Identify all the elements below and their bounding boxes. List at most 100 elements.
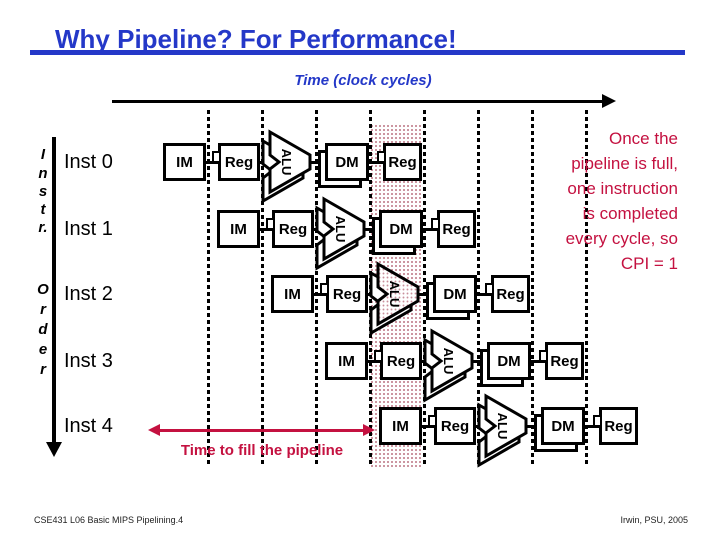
alu-body — [322, 196, 366, 262]
stage-box-reg: Reg — [428, 407, 476, 445]
instruction-order-arrowhead-icon — [46, 442, 62, 457]
stage-wire — [475, 293, 494, 296]
stage-wire — [583, 425, 602, 428]
reg-clock-notch-icon — [266, 218, 275, 230]
stage-label: Reg — [442, 220, 471, 238]
stage-alu-shape: ALU — [315, 196, 366, 271]
page-title: Why Pipeline? For Performance! — [55, 24, 457, 54]
cpi-note-line: one instruction — [567, 179, 678, 198]
time-axis-arrowhead-icon — [602, 94, 616, 108]
cycle-divider — [531, 110, 534, 467]
footer-slide-id: CSE431 L06 Basic MIPS Pipelining.4 — [34, 515, 184, 525]
stage-wire — [367, 161, 386, 164]
reg-clock-notch-icon — [593, 415, 602, 427]
stage-label: IM — [176, 153, 193, 171]
alu-body — [376, 261, 420, 327]
instruction-order-arrow — [52, 137, 56, 442]
instruction-label: Inst 2 — [64, 282, 113, 305]
stage-label-alu: ALU — [279, 149, 294, 176]
stage-box-reg: Reg — [212, 143, 260, 181]
stage-box-im: IM — [325, 342, 368, 380]
axis-letter: e — [38, 341, 48, 358]
stage-box-dm: DM — [487, 342, 531, 380]
cycle-divider — [585, 110, 588, 467]
instruction-label: Inst 1 — [64, 217, 113, 240]
stage-alu-shape: ALU — [261, 129, 312, 204]
instruction-label: Inst 0 — [64, 150, 113, 173]
stage-wire — [421, 228, 440, 231]
stage-box-reg: Reg — [539, 342, 584, 380]
time-axis-arrow — [112, 100, 604, 103]
stage-box-reg: Reg — [485, 275, 530, 313]
stage-label: DM — [389, 220, 413, 238]
stage-label: DM — [335, 153, 359, 171]
reg-clock-notch-icon — [431, 218, 440, 230]
reg-clock-notch-icon — [374, 350, 383, 362]
stage-box-im: IM — [379, 407, 422, 445]
stage-label: Reg — [550, 352, 579, 370]
stage-label-alu: ALU — [495, 413, 510, 440]
cpi-note-line: pipeline is full, — [571, 154, 678, 173]
reg-clock-notch-icon — [485, 283, 494, 295]
reg-clock-notch-icon — [377, 151, 386, 163]
stage-label: IM — [284, 285, 301, 303]
axis-letter: t — [40, 201, 46, 218]
cpi-note-line: is completed — [582, 204, 678, 223]
cycle-divider — [261, 110, 264, 467]
axis-letter: r — [40, 301, 46, 318]
stage-alu-shape: ALU — [369, 261, 420, 336]
axis-letter: I — [40, 146, 46, 163]
stage-wire — [529, 360, 548, 363]
stage-box-dm: DM — [379, 210, 423, 248]
fill-time-arrow — [158, 429, 365, 432]
title-underline — [30, 50, 685, 55]
stage-label: IM — [230, 220, 247, 238]
axis-letter: n — [38, 165, 48, 182]
reg-clock-notch-icon — [539, 350, 548, 362]
stage-box-dm: DM — [433, 275, 477, 313]
stage-label: Reg — [496, 285, 525, 303]
cpi-note-line: every cycle, so — [565, 229, 678, 248]
alu-body — [430, 328, 474, 394]
stage-label: Reg — [386, 352, 416, 370]
cycle-divider — [423, 110, 426, 467]
stage-box-reg: Reg — [374, 342, 422, 380]
cycle-divider — [207, 110, 210, 467]
stage-label: DM — [497, 352, 521, 370]
stage-box-dm: DM — [325, 143, 369, 181]
stage-label: Reg — [332, 285, 362, 303]
stage-label: IM — [338, 352, 355, 370]
fill-time-arrowhead-right-icon — [363, 424, 375, 436]
axis-letter: r — [40, 361, 46, 378]
alu-body — [268, 129, 312, 195]
stage-label: Reg — [388, 153, 417, 171]
stage-box-im: IM — [271, 275, 314, 313]
cycle-divider — [477, 110, 480, 467]
stage-label: Reg — [604, 417, 633, 435]
stage-label-alu: ALU — [387, 281, 402, 308]
stage-box-reg: Reg — [431, 210, 476, 248]
axis-letter: d — [38, 321, 48, 338]
reg-clock-notch-icon — [428, 415, 437, 427]
time-axis-label: Time (clock cycles) — [294, 72, 432, 89]
stage-box-im: IM — [217, 210, 260, 248]
stage-label-alu: ALU — [333, 216, 348, 243]
cpi-note: Once the pipeline is full, one instruction… — [448, 126, 678, 276]
stage-label: Reg — [440, 417, 470, 435]
stage-box-reg: Reg — [320, 275, 368, 313]
stage-label: DM — [551, 417, 575, 435]
cycle-divider — [315, 110, 318, 467]
alu-body — [484, 393, 528, 459]
stage-box-im: IM — [163, 143, 206, 181]
stage-alu-shape: ALU — [477, 393, 528, 468]
stage-label: Reg — [224, 153, 254, 171]
stage-label: DM — [443, 285, 467, 303]
instruction-label: Inst 4 — [64, 414, 113, 437]
stage-label: IM — [392, 417, 409, 435]
cpi-note-line: Once the — [609, 129, 678, 148]
reg-clock-notch-icon — [320, 283, 329, 295]
stage-label: Reg — [278, 220, 308, 238]
instruction-label: Inst 3 — [64, 349, 113, 372]
axis-letter: r. — [38, 219, 48, 236]
fill-time-label: Time to fill the pipeline — [180, 442, 344, 459]
